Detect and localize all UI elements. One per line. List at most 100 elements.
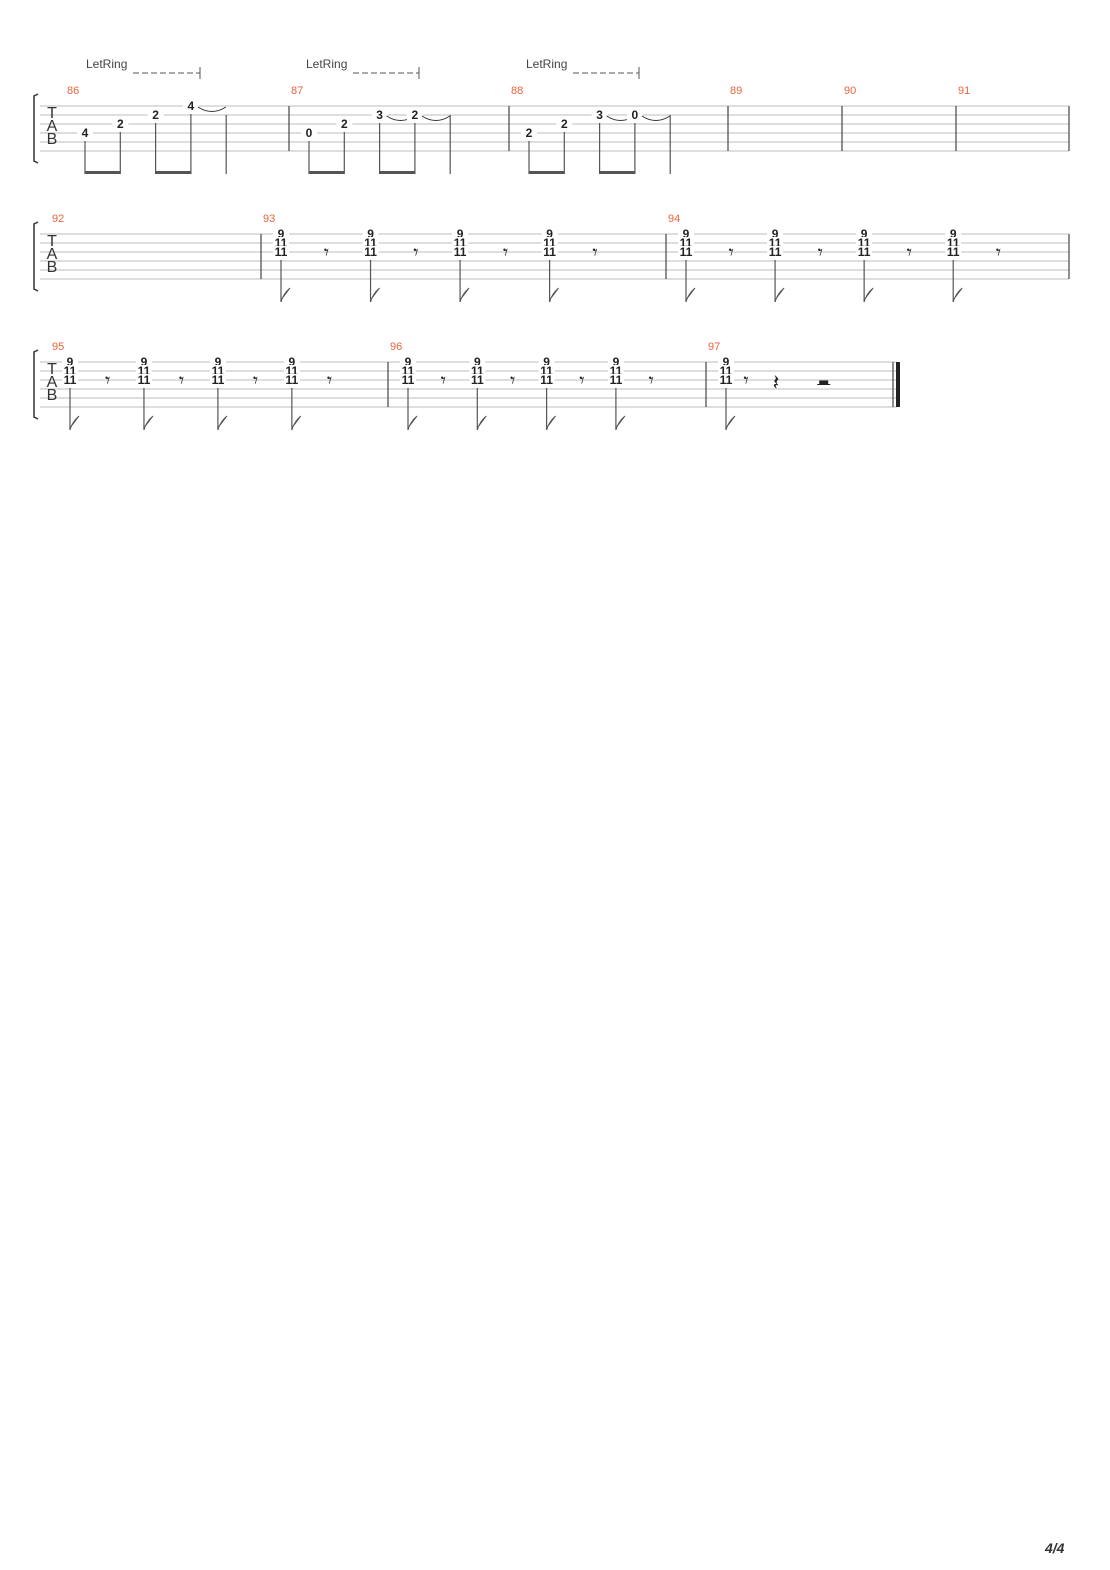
measure-92: 92 (52, 213, 64, 225)
fret-bg (209, 356, 226, 367)
note: 4 (77, 126, 93, 174)
eighth-flag (615, 415, 626, 431)
note: 2 (406, 108, 451, 174)
tab-clef-letter: B (47, 259, 58, 276)
eighth-rest: 𝄾 (253, 368, 258, 392)
eighth-rest: 𝄾 (649, 368, 654, 392)
fret-number: 9 (543, 355, 550, 369)
fret-bg (452, 246, 469, 257)
tab-clef-letter: T (47, 105, 57, 122)
fret-bg (856, 228, 873, 239)
note: 2 (521, 126, 537, 174)
fret-number: 0 (632, 108, 639, 122)
fret-number: 11 (680, 245, 693, 259)
fret-number: 9 (683, 227, 690, 241)
eighth-rest: 𝄾 (907, 240, 912, 264)
beam (529, 171, 565, 174)
fret-number: 11 (471, 373, 484, 387)
fret-number: 0 (306, 126, 313, 140)
eighth-flag (725, 415, 736, 431)
fret-bg (767, 237, 784, 248)
fret-bg (767, 228, 784, 239)
eighth-flag (549, 287, 560, 303)
eighth-rest: 𝄾 (510, 368, 515, 392)
fret-number: 11 (212, 373, 225, 387)
tab-clef-letter: T (47, 361, 57, 378)
eighth-rest: 𝄾 (743, 368, 748, 392)
fret-number: 9 (950, 227, 957, 241)
eighth-flag (863, 287, 874, 303)
final-barline-thick (896, 362, 900, 407)
fret-number: 9 (215, 355, 222, 369)
fret-number: 11 (402, 373, 415, 387)
fret-bg (856, 246, 873, 257)
fret-bg (767, 246, 784, 257)
fret-number: 2 (341, 117, 348, 131)
fret-number: 9 (367, 227, 374, 241)
tie (421, 115, 451, 121)
fret-number: 11 (858, 245, 871, 259)
eighth-rest: 𝄾 (105, 368, 110, 392)
fret-bg (209, 374, 226, 385)
measure-number: 90 (844, 85, 856, 97)
fret-bg (452, 237, 469, 248)
tab-system-3: TAB9591111𝄾91111𝄾91111𝄾91111𝄾9691111𝄾911… (33, 341, 900, 431)
fret-number: 3 (596, 108, 603, 122)
fret-number: 11 (947, 245, 960, 259)
eighth-rest: 𝄾 (413, 240, 418, 264)
fret-bg (538, 356, 555, 367)
eighth-flag (774, 287, 785, 303)
note: 0 (626, 108, 671, 174)
fret-bg (400, 356, 416, 367)
fret-bg (718, 356, 734, 367)
fret-bg (607, 365, 624, 376)
eighth-rest: 𝄾 (818, 240, 823, 264)
tie (197, 106, 227, 112)
fret-number: 2 (152, 108, 159, 122)
fret-number: 9 (723, 355, 730, 369)
fret-number: 9 (457, 227, 464, 241)
eighth-rest: 𝄾 (579, 368, 584, 392)
measure-number: 97 (708, 341, 720, 353)
fret-bg (62, 356, 78, 367)
fret-bg (400, 374, 416, 385)
fret-number: 2 (412, 108, 419, 122)
fret-bg (135, 365, 152, 376)
note: 2 (112, 117, 129, 174)
eighth-rest: 𝄾 (179, 368, 184, 392)
fret-number: 9 (67, 355, 74, 369)
fret-number: 9 (289, 355, 296, 369)
fret-number: 2 (117, 117, 124, 131)
measure-number: 91 (958, 85, 970, 97)
fret-number: 9 (278, 227, 285, 241)
fret-bg (273, 237, 289, 248)
fret-bg (135, 356, 152, 367)
measure-89: 89 (730, 85, 742, 97)
fret-bg (469, 374, 486, 385)
fret-number: 9 (474, 355, 481, 369)
fret-number: 11 (138, 373, 151, 387)
eighth-rest: 𝄾 (503, 240, 508, 264)
system-bracket (33, 221, 39, 292)
fret-number: 9 (613, 355, 620, 369)
page-number: 4/4 (1045, 1540, 1065, 1556)
fret-bg (362, 246, 379, 257)
measure-number: 87 (291, 85, 303, 97)
fret-bg (678, 246, 694, 257)
fret-bg (273, 246, 289, 257)
eighth-rest: 𝄾 (441, 368, 446, 392)
